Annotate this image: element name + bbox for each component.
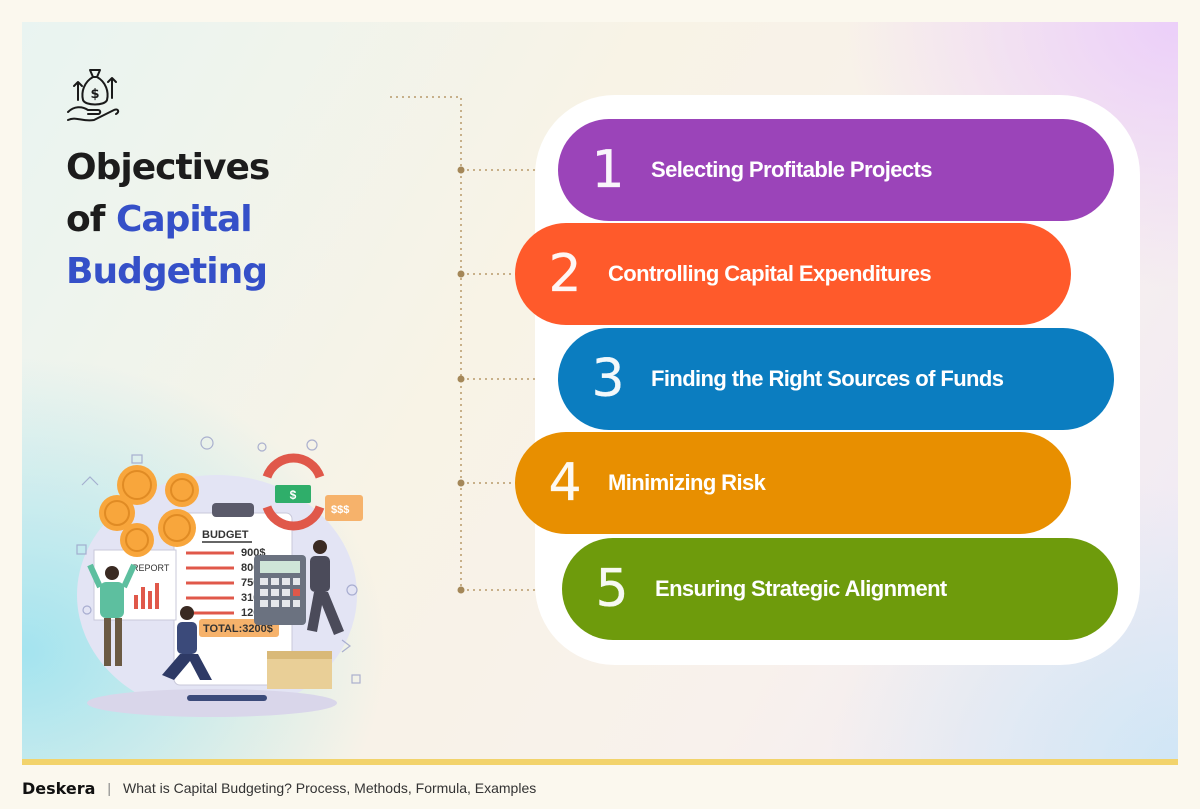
objective-item-1: 1 Selecting Profitable Projects <box>558 119 1114 221</box>
objective-label: Minimizing Risk <box>608 470 766 495</box>
speech-bubble <box>325 495 363 521</box>
page-title: Objectives of Capital Budgeting <box>66 142 386 298</box>
pen-icon <box>187 695 267 701</box>
objective-number: 1 <box>591 140 625 200</box>
title-line-3: Budgeting <box>66 251 268 292</box>
objective-number: 2 <box>548 244 582 304</box>
card-bottom-accent <box>22 759 1178 765</box>
svg-text:$: $ <box>290 488 297 502</box>
objective-number: 3 <box>591 349 625 409</box>
footer: Deskera | What is Capital Budgeting? Pro… <box>22 776 536 800</box>
objective-item-2: 2 Controlling Capital Expenditures <box>515 223 1071 325</box>
objective-item-5: 5 Ensuring Strategic Alignment <box>562 538 1118 640</box>
objective-item-3: 3 Finding the Right Sources of Funds <box>558 328 1114 430</box>
budget-title: BUDGET <box>202 529 249 541</box>
person-figures <box>87 540 344 680</box>
objective-item-4: 4 Minimizing Risk <box>515 432 1071 534</box>
money-bag-hand-icon: $ <box>67 69 120 122</box>
title-line-2: of Capital <box>66 199 253 240</box>
svg-text:$$$: $$$ <box>331 504 349 516</box>
refresh-money-icon: $ <box>262 453 325 531</box>
dollar-sign-icon: $ <box>90 87 99 102</box>
budget-illustration: BUDGET 900$ 800 750 310 120 REPORT TOTAL… <box>76 436 363 717</box>
objective-number: 5 <box>595 559 629 619</box>
title-line-1: Objectives <box>66 147 270 188</box>
brand-logo-text: Deskera <box>22 778 96 798</box>
objective-label: Finding the Right Sources of Funds <box>651 366 1004 391</box>
footer-separator: | <box>107 780 112 796</box>
objective-number: 4 <box>548 453 582 513</box>
footer-caption: What is Capital Budgeting? Process, Meth… <box>123 780 537 796</box>
coin-stack-icon <box>99 465 199 557</box>
report-label: REPORT <box>132 563 170 573</box>
objective-label: Controlling Capital Expenditures <box>608 261 932 286</box>
objective-label: Selecting Profitable Projects <box>651 157 933 182</box>
objective-label: Ensuring Strategic Alignment <box>655 576 947 601</box>
total-label: TOTAL:3200$ <box>203 623 273 635</box>
